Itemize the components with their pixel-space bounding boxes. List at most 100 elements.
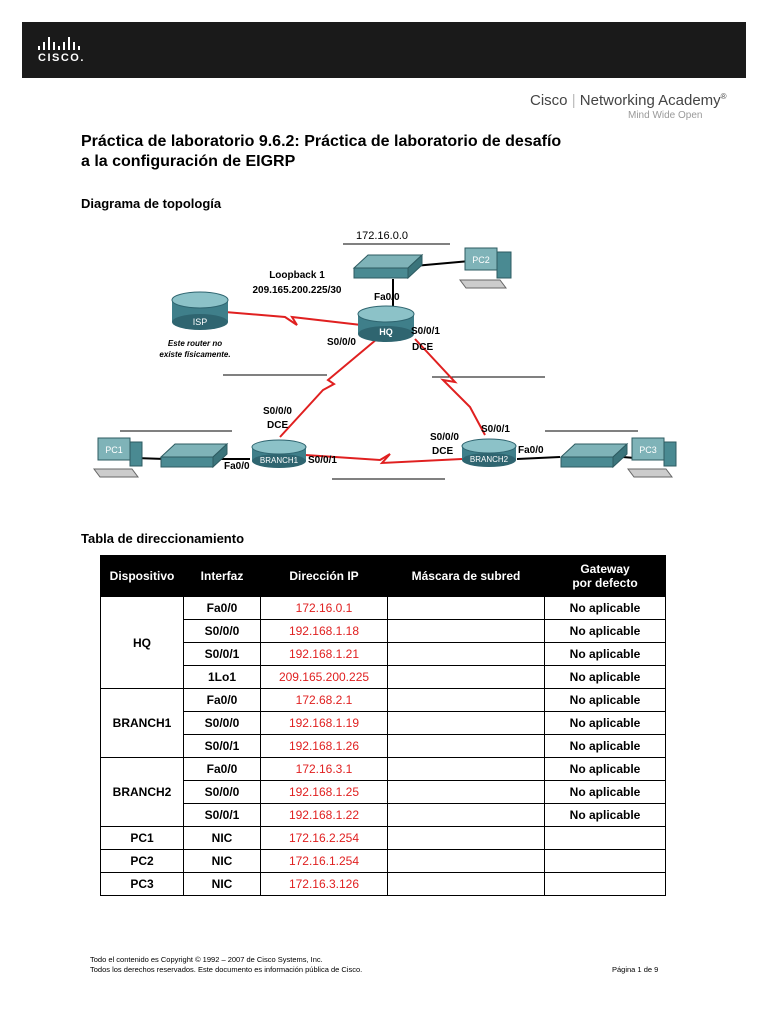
net-top-label: 172.16.0.0: [356, 230, 408, 242]
header-bar: CISCO.: [22, 22, 746, 78]
router-branch1-icon: BRANCH1: [251, 439, 307, 468]
pc2-icon: PC2: [459, 247, 512, 289]
cisco-logo: CISCO.: [36, 36, 96, 68]
cell-ip: 172.16.1.254: [260, 849, 388, 873]
cell-gateway: No aplicable: [544, 757, 666, 781]
cell-gateway: No aplicable: [544, 665, 666, 689]
b2-s000-label: S0/0/0: [430, 432, 459, 443]
b1-s001-label: S0/0/1: [308, 455, 337, 466]
hq-dce-label: DCE: [412, 342, 433, 353]
cell-device: BRANCH2: [100, 757, 184, 827]
b2-dce-label: DCE: [432, 446, 453, 457]
loopback-label: Loopback 1: [269, 270, 325, 281]
title-line-2: a la configuración de EIGRP: [81, 153, 296, 170]
rights-text: Todos los derechos reservados. Este docu…: [90, 965, 363, 974]
cell-interface: S0/0/0: [183, 619, 261, 643]
cell-interface: Fa0/0: [183, 596, 261, 620]
col-interface: Interfaz: [183, 555, 261, 597]
cell-gateway: No aplicable: [544, 734, 666, 758]
cell-interface: NIC: [183, 872, 261, 896]
switch-lan3-icon: [559, 442, 629, 469]
hq-s001-label: S0/0/1: [411, 326, 440, 337]
addressing-heading: Tabla de direccionamiento: [81, 531, 245, 546]
academy-title-b: Networking Academy: [579, 92, 721, 109]
cell-ip: 172.68.2.1: [260, 688, 388, 712]
academy-reg: ®: [720, 92, 727, 101]
cell-interface: S0/0/0: [183, 780, 261, 804]
cell-gateway: No aplicable: [544, 619, 666, 643]
cell-mask: [387, 849, 545, 873]
cell-interface: NIC: [183, 849, 261, 873]
cell-interface: S0/0/0: [183, 711, 261, 735]
cell-ip: 192.168.1.18: [260, 619, 388, 643]
cell-mask: [387, 826, 545, 850]
router-branch2-icon: BRANCH2: [461, 438, 517, 467]
col-device: Dispositivo: [100, 555, 184, 597]
serial-hq-b2: [414, 338, 486, 436]
cell-gateway: No aplicable: [544, 803, 666, 827]
cell-ip: 172.16.0.1: [260, 596, 388, 620]
b2-s001-label: S0/0/1: [481, 424, 510, 435]
cisco-bars-icon: [38, 36, 88, 50]
cell-mask: [387, 734, 545, 758]
b1-fa-label: Fa0/0: [224, 461, 250, 472]
topology-diagram: ISP HQ BRANCH1 BRANCH2 PC2 PC1 PC3 17: [93, 230, 677, 480]
cell-mask: [387, 872, 545, 896]
cell-interface: Fa0/0: [183, 757, 261, 781]
cell-gateway: [544, 826, 666, 850]
document-title: Práctica de laboratorio 9.6.2: Práctica …: [81, 132, 681, 172]
cell-ip: 192.168.1.25: [260, 780, 388, 804]
b1-s000-label: S0/0/0: [263, 406, 292, 417]
b1-dce-label: DCE: [267, 420, 288, 431]
cell-interface: 1Lo1: [183, 665, 261, 689]
cell-mask: [387, 780, 545, 804]
cell-gateway: No aplicable: [544, 688, 666, 712]
topology-heading: Diagrama de topología: [81, 196, 222, 211]
cell-interface: NIC: [183, 826, 261, 850]
cisco-wordmark: CISCO.: [38, 52, 85, 64]
cell-gateway: No aplicable: [544, 780, 666, 804]
hq-label: HQ: [379, 327, 393, 337]
b2-fa-label: Fa0/0: [518, 445, 544, 456]
cell-ip: 192.168.1.26: [260, 734, 388, 758]
switch-lan2-icon: [352, 253, 424, 280]
cell-device: BRANCH1: [100, 688, 184, 758]
cell-interface: S0/0/1: [183, 734, 261, 758]
title-line-1: Práctica de laboratorio 9.6.2: Práctica …: [81, 133, 562, 150]
cell-ip: 172.16.3.126: [260, 872, 388, 896]
cell-mask: [387, 596, 545, 620]
footer-copyright: Todo el contenido es Copyright © 1992 – …: [90, 955, 362, 975]
cell-gateway: No aplicable: [544, 596, 666, 620]
cell-gateway: [544, 872, 666, 896]
isp-label: ISP: [193, 317, 208, 327]
isp-note-1: Este router no: [168, 339, 222, 348]
cell-mask: [387, 619, 545, 643]
page-number: Página 1 de 9: [612, 965, 659, 974]
switch-lan1-icon: [159, 442, 229, 469]
pc3-label: PC3: [639, 445, 657, 455]
academy-title-a: Cisco: [530, 92, 568, 109]
cell-ip: 209.165.200.225: [260, 665, 388, 689]
cell-ip: 172.16.2.254: [260, 826, 388, 850]
isp-note-2: existe físicamente.: [159, 350, 230, 359]
hq-s000-label: S0/0/0: [327, 337, 356, 348]
cell-device: PC2: [100, 849, 184, 873]
cell-device: PC3: [100, 872, 184, 896]
cell-mask: [387, 665, 545, 689]
cell-mask: [387, 711, 545, 735]
pc1-label: PC1: [105, 445, 123, 455]
cell-device: PC1: [100, 826, 184, 850]
